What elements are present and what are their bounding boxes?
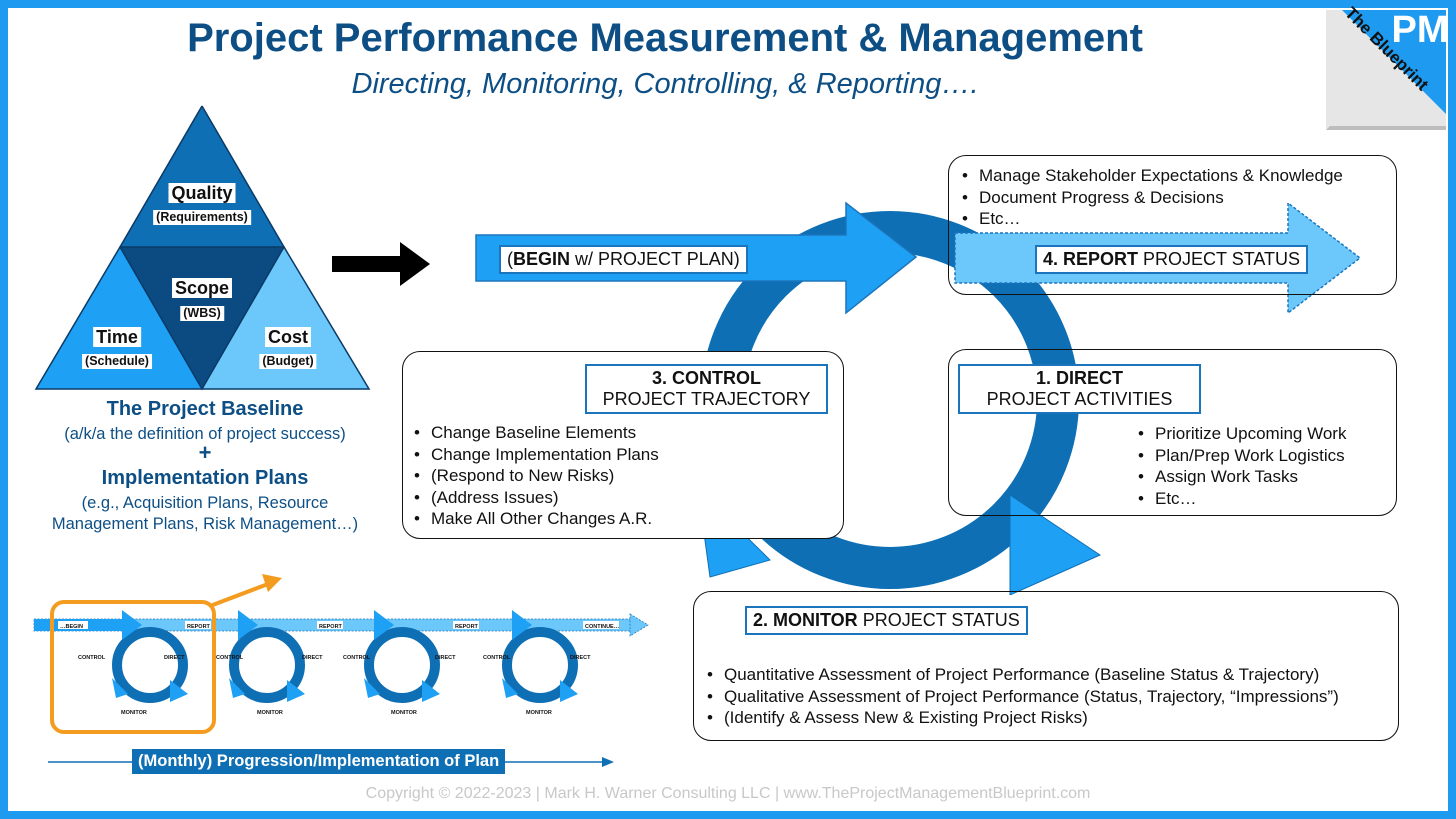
monitor-label: 2. MONITOR PROJECT STATUS bbox=[745, 606, 1028, 635]
direct-list: Prioritize Upcoming Work Plan/Prep Work … bbox=[1135, 423, 1346, 509]
list-item: Quantitative Assessment of Project Perfo… bbox=[704, 664, 1339, 686]
report-label: 4. REPORT PROJECT STATUS bbox=[1035, 245, 1309, 274]
quality-sublabel: (Requirements) bbox=[153, 210, 251, 225]
list-item: Etc… bbox=[959, 208, 1343, 230]
list-item: Plan/Prep Work Logistics bbox=[1135, 445, 1346, 467]
mini-report-label-2: REPORT bbox=[319, 624, 343, 630]
baseline-subtext: (a/k/a the definition of project success… bbox=[64, 425, 346, 443]
implementation-subtext-1: (e.g., Acquisition Plans, Resource bbox=[81, 494, 329, 512]
mini-cycle-1 bbox=[112, 610, 188, 703]
cost-sublabel: (Budget) bbox=[259, 354, 317, 369]
direct-arrowhead bbox=[1009, 494, 1102, 595]
monitor-list: Quantitative Assessment of Project Perfo… bbox=[704, 664, 1339, 729]
mini-control-label-1: CONTROL bbox=[78, 655, 106, 661]
list-item: (Identify & Assess New & Existing Projec… bbox=[704, 707, 1339, 729]
list-item: Etc… bbox=[1135, 488, 1346, 510]
begin-label: (BEGIN w/ PROJECT PLAN) bbox=[499, 245, 748, 274]
mini-monitor-label-3: MONITOR bbox=[391, 710, 417, 716]
mini-cycle-4 bbox=[502, 610, 578, 703]
zoom-highlight-box bbox=[50, 600, 216, 734]
mini-monitor-label-2: MONITOR bbox=[257, 710, 283, 716]
triple-constraint-triangle bbox=[34, 105, 371, 391]
mini-direct-label-3: DIRECT bbox=[435, 655, 456, 661]
list-item: (Address Issues) bbox=[411, 487, 659, 509]
scope-sublabel: (WBS) bbox=[180, 306, 224, 321]
report-panel: Manage Stakeholder Expectations & Knowle… bbox=[948, 155, 1397, 295]
mini-control-label-4: CONTROL bbox=[483, 655, 511, 661]
time-segment bbox=[36, 247, 202, 389]
mini-track-head bbox=[629, 613, 649, 637]
mini-direct-label-4: DIRECT bbox=[570, 655, 591, 661]
baseline-to-cycle-arrow bbox=[332, 242, 430, 286]
implementation-heading: Implementation Plans bbox=[101, 467, 309, 489]
implementation-subtext-2: Management Plans, Risk Management…) bbox=[51, 515, 359, 533]
list-item: Qualitative Assessment of Project Perfor… bbox=[704, 686, 1339, 708]
mini-direct-label-2: DIRECT bbox=[302, 655, 323, 661]
quality-label: Quality bbox=[168, 183, 236, 203]
pm-blueprint-logo: PM The Blueprint bbox=[1326, 6, 1449, 130]
page-title: Project Performance Measurement & Manage… bbox=[187, 16, 1143, 60]
mini-continue-label: CONTINUE… bbox=[585, 624, 619, 630]
scope-label: Scope bbox=[171, 278, 233, 298]
list-item: Document Progress & Decisions bbox=[959, 187, 1343, 209]
cost-label: Cost bbox=[265, 327, 311, 347]
list-item: Change Baseline Elements bbox=[411, 422, 659, 444]
mini-control-label-2: CONTROL bbox=[216, 655, 244, 661]
mini-monitor-label-1: MONITOR bbox=[121, 710, 147, 716]
mini-begin-label: …BEGIN bbox=[60, 624, 83, 630]
progression-label: (Monthly) Progression/Implementation of … bbox=[132, 749, 506, 774]
list-item: Change Implementation Plans bbox=[411, 444, 659, 466]
direct-panel: Prioritize Upcoming Work Plan/Prep Work … bbox=[948, 349, 1397, 516]
list-item: Make All Other Changes A.R. bbox=[411, 508, 659, 530]
zoom-arrowhead bbox=[262, 574, 282, 592]
plus-sign: + bbox=[198, 440, 212, 465]
list-item: Manage Stakeholder Expectations & Knowle… bbox=[959, 165, 1343, 187]
mini-progression-diagram: …BEGIN REPORT REPORT REPORT CONTINUE… CO… bbox=[33, 574, 649, 734]
mini-cycle-3 bbox=[364, 610, 440, 703]
quality-segment bbox=[120, 106, 284, 247]
control-list: Change Baseline Elements Change Implemen… bbox=[411, 422, 659, 530]
mini-report-label-3: REPORT bbox=[455, 624, 479, 630]
mini-control-label-3: CONTROL bbox=[343, 655, 371, 661]
baseline-heading: The Project Baseline bbox=[106, 398, 304, 420]
logo-pm-text: PM bbox=[1392, 9, 1449, 51]
time-label: Time bbox=[93, 327, 141, 347]
list-item: (Respond to New Risks) bbox=[411, 465, 659, 487]
time-sublabel: (Schedule) bbox=[82, 354, 152, 369]
report-list: Manage Stakeholder Expectations & Knowle… bbox=[959, 165, 1343, 230]
list-item: Assign Work Tasks bbox=[1135, 466, 1346, 488]
page-subtitle: Directing, Monitoring, Controlling, & Re… bbox=[351, 68, 979, 100]
monitor-panel: Quantitative Assessment of Project Perfo… bbox=[693, 591, 1399, 741]
cost-segment bbox=[202, 247, 369, 389]
copyright-footer: Copyright © 2022-2023 | Mark H. Warner C… bbox=[365, 785, 1091, 802]
mini-report-label-1: REPORT bbox=[187, 624, 211, 630]
mini-monitor-label-4: MONITOR bbox=[526, 710, 552, 716]
mini-cycle-2 bbox=[229, 610, 305, 703]
mini-direct-label-1: DIRECT bbox=[164, 655, 185, 661]
list-item: Prioritize Upcoming Work bbox=[1135, 423, 1346, 445]
